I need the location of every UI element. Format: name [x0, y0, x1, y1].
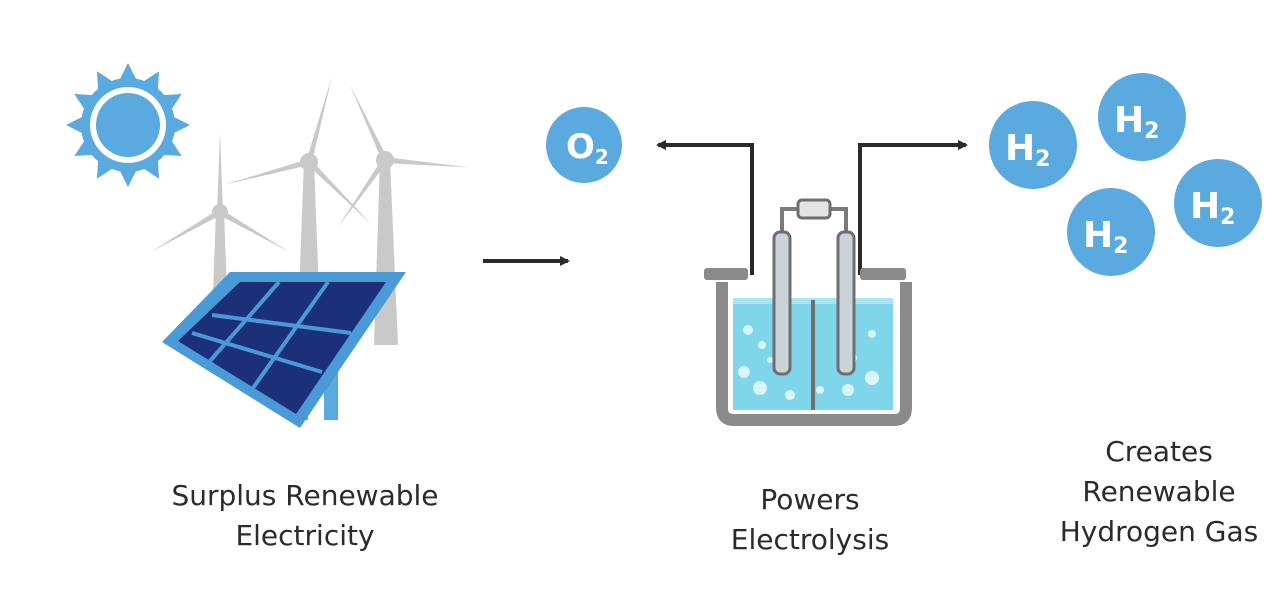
source-caption-line-2: Electricity	[235, 519, 375, 552]
hydrogen-subscript: 2	[1144, 119, 1159, 144]
hydrogen-molecule: H2	[989, 101, 1077, 189]
svg-text:O2: O2	[566, 127, 609, 169]
oxygen-symbol: O	[566, 127, 595, 167]
source-caption-line-1: Surplus Renewable	[171, 479, 439, 512]
process-caption-line-1: Powers	[760, 483, 860, 516]
output-caption: Creates Renewable Hydrogen Gas	[1040, 432, 1278, 552]
hydrogen-molecule: H2	[1098, 73, 1186, 161]
source-caption: Surplus Renewable Electricity	[140, 476, 470, 556]
solar-panel-icon	[162, 272, 406, 428]
hydrogen-symbol: H	[1005, 128, 1035, 169]
output-caption-line-3: Hydrogen Gas	[1059, 515, 1259, 548]
electrode-icon	[772, 198, 856, 376]
electrolysis-beaker-icon	[704, 268, 912, 426]
hydrogen-arrow	[858, 140, 968, 275]
hydrogen-molecule: H2	[1174, 159, 1262, 247]
hydrogen-subscript: 2	[1220, 205, 1235, 230]
hydrogen-molecule: H2	[1067, 188, 1155, 276]
svg-text:H2: H2	[1083, 215, 1128, 259]
hydrogen-symbol: H	[1083, 215, 1113, 256]
output-caption-line-1: Creates	[1105, 435, 1213, 468]
sun-icon	[66, 63, 190, 187]
oxygen-molecule: O2	[546, 107, 622, 183]
svg-text:H2: H2	[1005, 128, 1050, 172]
output-caption-line-2: Renewable	[1082, 475, 1236, 508]
hydrogen-symbol: H	[1190, 186, 1220, 227]
process-caption-line-2: Electrolysis	[730, 523, 890, 556]
process-caption: Powers Electrolysis	[690, 480, 930, 560]
hydrogen-subscript: 2	[1035, 147, 1050, 172]
oxygen-subscript: 2	[595, 145, 609, 169]
hydrogen-subscript: 2	[1113, 234, 1128, 259]
svg-text:H2: H2	[1190, 186, 1235, 230]
hydrogen-symbol: H	[1114, 100, 1144, 141]
oxygen-arrow	[656, 140, 754, 275]
svg-text:H2: H2	[1114, 100, 1159, 144]
